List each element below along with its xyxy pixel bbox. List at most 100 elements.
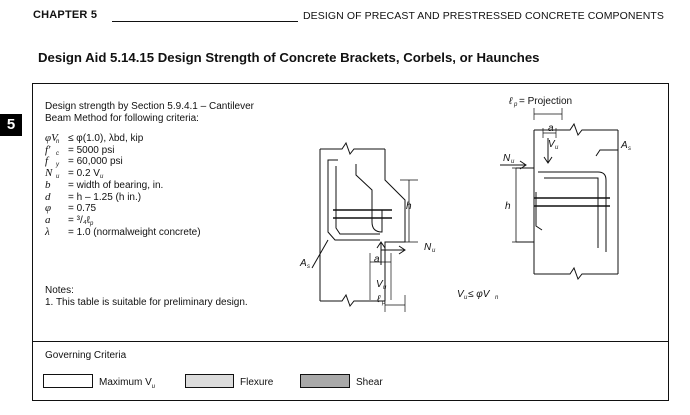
projection-sub: p [513,102,518,108]
left-rebar-inner [335,166,380,235]
left-as-sub: s [307,264,310,270]
notes-heading: Notes: [45,285,74,296]
criteria-value: = 0.2 V [68,168,100,180]
right-a-label: a [548,123,554,134]
criteria-value: = ³/₄ℓ [68,214,91,226]
criteria-subscript: n [56,139,60,145]
legend-swatch-maximum [43,374,93,388]
projection-symbol: ℓ [508,96,513,107]
right-nu-head [519,160,527,170]
criteria-symbol: d [45,190,51,203]
criteria-value: = h – 1.25 (h in.) [68,191,142,203]
criteria-value: = 60,000 psi [68,156,123,168]
left-lp-label: ℓ [376,294,381,305]
intro-line-2: Beam Method for following criteria: [45,113,199,124]
chapter-title: DESIGN OF PRECAST AND PRESTRESSED CONCRE… [303,10,664,22]
criteria-value-sub: p [90,220,94,227]
left-lp-sub: p [381,300,386,306]
left-nu-sub: u [432,248,436,254]
criteria-subscript: c [56,150,59,157]
left-a-label: a [374,254,380,265]
header-rule [112,21,298,22]
criteria-symbol: f′ [45,143,51,156]
criteria-row: φVn ≤ φ(1.0), λbd, kip [45,133,143,148]
note-item: 1. This table is suitable for preliminar… [45,297,248,308]
legend-label-shear: Shear [356,377,383,388]
left-corbel-outline [384,149,406,301]
content-frame [32,83,669,401]
right-lp-dim [533,108,563,120]
left-column-bottom-break [320,293,385,308]
right-rebar-hook [535,192,543,231]
right-as-label: A [620,140,628,151]
criteria-row: λ = 1.0 (normalweight concrete) [45,225,201,238]
condition-sub-u: u [464,295,468,301]
right-nu-sub: u [511,159,515,165]
criteria-symbol: f [45,155,49,168]
right-vu-label: V [548,139,556,150]
criteria-row: f′c= 5000 psi [45,143,114,160]
left-as-leader [311,239,329,269]
criteria-row: d = h – 1.25 (h in.) [45,190,142,203]
right-rebar-inner [544,177,599,248]
right-h-label: h [505,201,511,212]
criteria-symbol: φ [45,202,52,215]
criteria-row: a = ³/₄ℓp [45,213,94,230]
governing-heading: Governing Criteria [45,350,127,361]
left-vu-head [376,241,386,249]
criteria-symbol: b [45,178,51,191]
criteria-subscript: u [56,174,60,181]
criteria-value-sub: u [99,174,104,181]
right-a-dim [542,128,557,138]
left-as-label: A [299,258,307,269]
criteria-value: = 1.0 (normalweight concrete) [68,226,201,238]
condition-vu: V [457,289,465,300]
right-h-dim [512,167,528,243]
right-column-top-break [534,122,618,137]
left-h-label: h [406,201,412,212]
left-a-dim [369,253,392,300]
right-vu-sub: u [555,145,559,151]
legend-label-maximum: Maximum Vu [99,377,156,390]
condition-sub-n: n [495,295,499,301]
right-vu-head [543,156,553,164]
criteria-symbol: φV [45,132,58,144]
chapter-label: CHAPTER 5 [33,9,98,21]
right-rebar-outer [538,171,607,252]
right-nu-label: N [503,153,511,164]
criteria-value: = width of bearing, in. [68,179,164,191]
right-corbel-lines [516,167,534,243]
criteria-row: b = width of bearing, in. [45,178,164,191]
design-aid-title: Design Aid 5.14.15 Design Strength of Co… [38,50,540,65]
criteria-value: ≤ φ(1.0), λbd, kip [68,133,144,144]
condition-phivn: ≤ φV [468,289,491,300]
left-lp-dim [384,295,406,312]
left-h-dim [400,179,418,243]
left-vu-sub: u [383,285,387,291]
legend-label-flexure: Flexure [240,377,274,388]
left-vu-label: V [376,279,384,290]
legend-swatch-shear [300,374,350,388]
left-rebar-hook [355,164,383,233]
criteria-symbol: N [45,167,53,180]
right-as-leader [595,149,618,157]
criteria-value: = 0.75 [68,203,97,215]
left-rebar-outer [327,159,380,241]
right-as-sub: s [628,146,631,152]
legend-swatch-flexure [185,374,234,388]
right-column-bottom-break [534,266,618,281]
left-nu-label: N [424,242,432,253]
projection-text: = Projection [519,96,572,107]
criteria-symbol: a [45,213,51,226]
frame-divider [32,341,669,342]
criteria-subscript: y [56,162,59,169]
intro-line-1: Design strength by Section 5.9.4.1 – Can… [45,101,255,112]
criteria-row: φ = 0.75 [45,202,97,215]
criteria-symbol: λ [45,225,50,238]
left-nu-head [398,245,406,255]
chapter-tab: 5 [0,114,22,136]
left-column-top-break [320,141,385,156]
